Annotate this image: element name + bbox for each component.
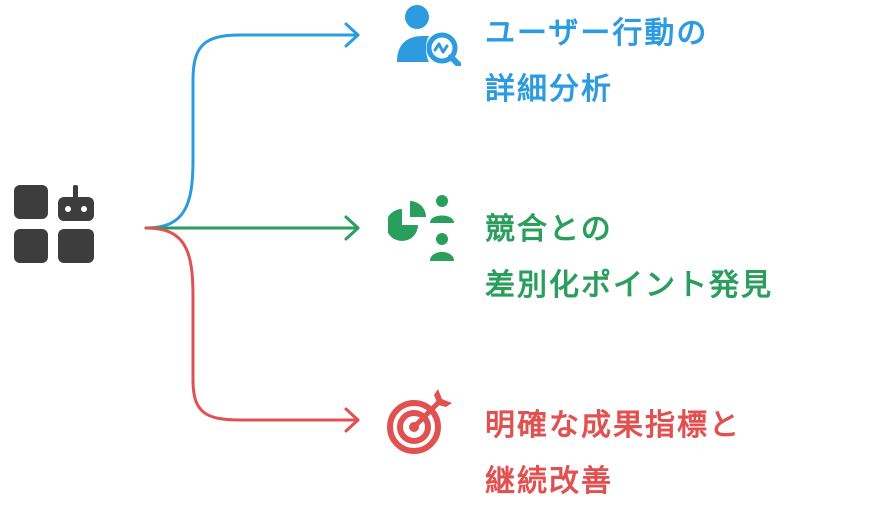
label-line-2: 継続改善 (485, 464, 613, 499)
label-line-2: 詳細分析 (485, 72, 613, 107)
label-kpi: 明確な成果指標と 継続改善 (485, 398, 741, 510)
target-icon (384, 385, 452, 454)
label-line-1: 明確な成果指標と (485, 408, 741, 443)
user-analytics-icon (395, 0, 462, 68)
label-line-1: 競合との (485, 212, 613, 247)
competition-chart-icon (386, 193, 454, 261)
connector-red (144, 226, 360, 422)
label-user-behavior: ユーザー行動の 詳細分析 (485, 6, 708, 118)
dashboard-icon (14, 183, 96, 265)
arrowhead-red (344, 407, 360, 433)
label-line-2: 差別化ポイント発見 (485, 268, 773, 303)
arrowhead-blue (344, 22, 360, 48)
label-competition: 競合との 差別化ポイント発見 (485, 202, 773, 314)
label-line-1: ユーザー行動の (485, 16, 709, 51)
arrowhead-green (344, 215, 360, 241)
connector-blue (144, 33, 360, 230)
